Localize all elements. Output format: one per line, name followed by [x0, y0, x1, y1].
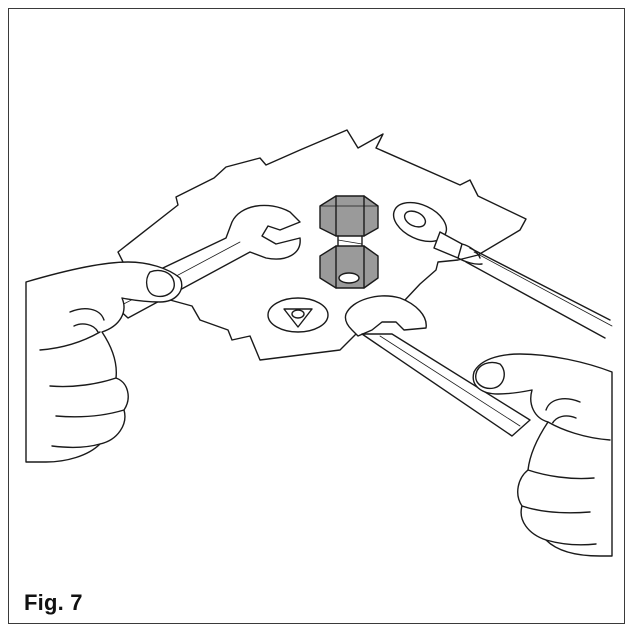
- figure-caption: Fig. 7: [24, 590, 83, 615]
- ground-symbol-icon: [267, 297, 329, 333]
- right-wrench: [344, 295, 531, 437]
- body-panel-sheet: [117, 129, 527, 361]
- left-hand: [25, 261, 183, 463]
- right-hand: [472, 353, 613, 557]
- upper-nut: [319, 195, 379, 253]
- ring-terminal-cable: [392, 201, 613, 339]
- lower-nut: [319, 245, 379, 289]
